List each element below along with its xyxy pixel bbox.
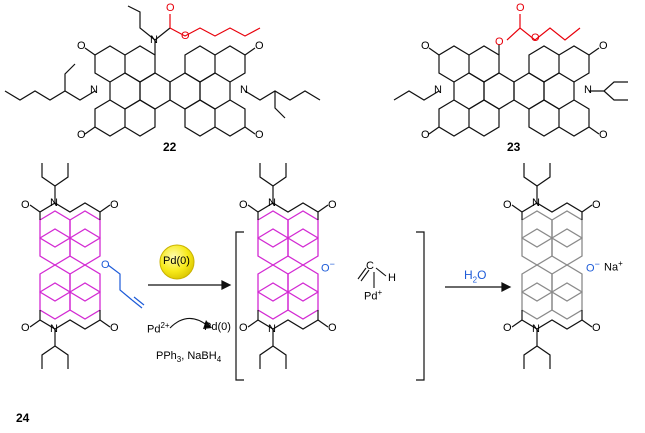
nabh-subscript: 4 [216,355,222,365]
atom-O-22-br: O [255,129,264,141]
phenolate-O-int-symbol: O [321,262,330,275]
allenyl-palladium [357,267,387,288]
atom-O-23-bl: O [421,129,430,141]
catalyst-cycle-arrowhead [203,320,212,329]
atom-O-int-bl: O [239,322,248,334]
product-core [521,210,583,320]
compound-label-23: 23 [507,140,521,154]
compound-24-core [39,210,101,320]
atom-O-23-ether: O [531,32,540,44]
intermediate-core [257,210,319,320]
water-label: H2O [464,268,486,284]
atom-N-prod-top: N [532,197,540,209]
atom-O-22-ether: O [181,30,190,42]
pd0-product-label: Pd(0) [204,321,231,333]
phenolate-O-prod: O− [586,259,600,275]
sodium-counterion: Na+ [604,259,623,274]
intermediate-imides [247,163,329,369]
atom-O-23-br: O [599,129,608,141]
compound-23-structure [393,44,628,137]
atom-N-24-top: N [50,197,58,209]
allenyl-C-label: C [366,260,374,272]
compound-label-24: 24 [16,411,30,425]
atom-O-prod-tr: O [592,199,601,211]
pd2-charge: 2+ [160,321,170,330]
water-O: O [477,268,487,282]
compound-label-22: 22 [163,140,177,154]
intermediate-brackets [235,231,425,381]
pph-subscript: 3 [176,355,182,365]
compound-24-imides [29,163,111,369]
sodium-charge: + [618,259,623,268]
reaction-arrow-1 [148,280,232,290]
atom-O-24-tl: O [21,199,30,211]
atom-O-22-tr: O [255,40,264,52]
atom-O-22-tl: O [77,40,86,52]
atom-N-22-left: N [90,84,98,96]
atom-O-24-tr: O [110,199,119,211]
reaction-arrow-2 [445,282,512,292]
pd2-symbol: Pd [147,323,161,336]
atom-O-int-br: O [328,322,337,334]
water-subscript: 2 [472,275,478,285]
sodium-symbol: Na [604,261,619,274]
atom-O-prod-tl: O [503,199,512,211]
atom-N-24-bottom: N [50,323,58,335]
atom-O-23-carbonyl: O [516,2,525,14]
water-H: H [464,268,473,282]
atom-O-22-carbonyl: O [166,2,175,14]
compound-22-alloc-group [169,14,261,37]
phenolate-O-int: O− [321,259,335,275]
allenyl-Pd-symbol: Pd [364,290,378,303]
atom-N-prod-bottom: N [532,323,540,335]
atom-O-24-ether: O [101,259,110,271]
atom-N-22-top: N [150,34,158,46]
allenyl-Pd-label: Pd+ [364,288,382,303]
compound-23-carbonate-group [506,14,581,41]
catalyst-cycle-arrow [169,317,209,329]
phenolate-O-prod-symbol: O [586,262,595,275]
compound-24-propargyl-group [107,264,145,309]
atom-N-23-left: N [434,84,442,96]
pd2-label: Pd2+ [147,321,170,336]
atom-O-int-tl: O [239,199,248,211]
allenyl-Pd-charge: + [377,288,383,297]
atom-N-int-top: N [268,197,276,209]
allenyl-H-label: H [388,272,396,284]
atom-N-int-bottom: N [268,323,276,335]
pph-text: PPh [156,350,177,362]
compound-22-structure [4,5,321,137]
reduction-conditions: PPh3, NaBH4 [156,350,221,364]
atom-O-int-tr: O [328,199,337,211]
atom-O-22-bl: O [77,129,86,141]
atom-O-24-bl: O [21,322,30,334]
atom-O-23-tr: O [599,40,608,52]
atom-O-prod-bl: O [503,322,512,334]
pd0-catalyst-label: Pd(0) [163,255,190,267]
pd0-catalyst-circle [159,244,195,280]
atom-O-prod-br: O [592,322,601,334]
atom-O-23-link: O [495,36,504,48]
atom-N-23-right: N [584,84,592,96]
phenolate-O-prod-charge: − [594,259,600,269]
product-imides [511,163,593,369]
phenolate-O-int-charge: − [329,259,335,269]
nabh-text: , NaBH [181,350,217,362]
atom-O-23-tl: O [421,40,430,52]
atom-N-22-right: N [240,84,248,96]
atom-O-24-br: O [110,322,119,334]
